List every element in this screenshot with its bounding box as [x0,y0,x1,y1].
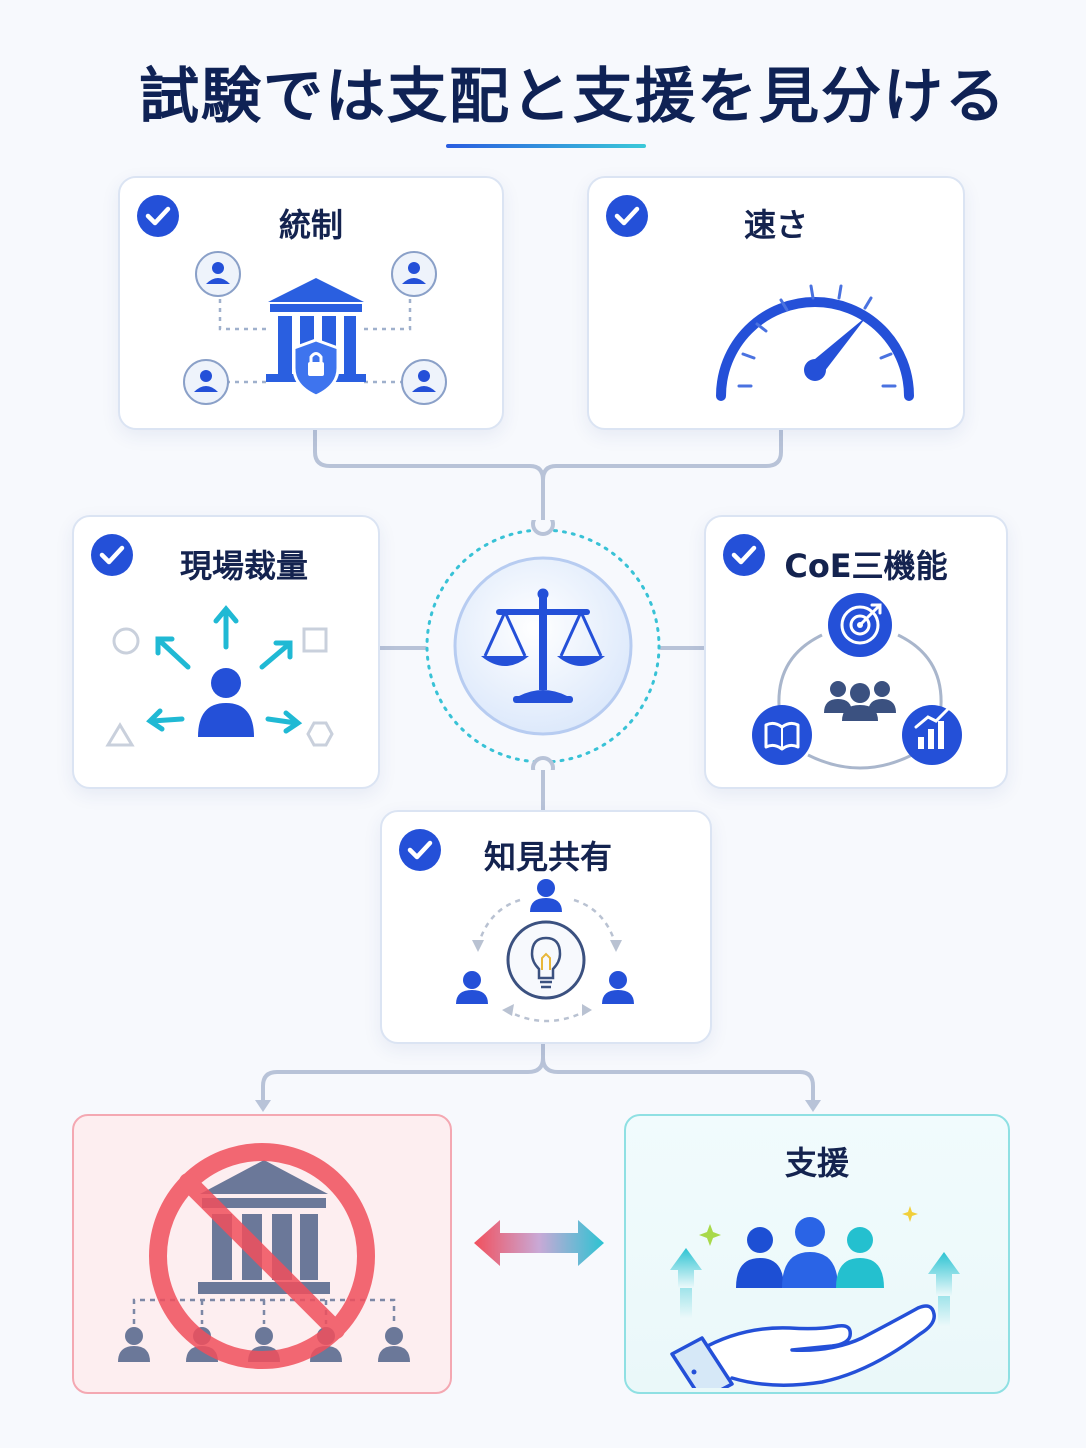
outcome-support: 支援 [624,1114,1010,1394]
card-discretion: 現場裁量 [72,515,380,789]
coe-cycle-icon [752,593,962,770]
card-knowledge: 知見共有 [380,810,712,1044]
card-control-label: 統制 [278,206,343,244]
outcome-domination [72,1114,452,1394]
bidirectional-arrow-icon [474,1220,604,1266]
outcome-support-label: 支援 [784,1144,849,1182]
page-title: 試験では支配と支援を見分ける [139,62,1007,132]
card-control: 統制 [118,176,504,430]
check-icon [606,195,648,237]
person-arrows-icon [105,605,334,747]
card-knowledge-label: 知見共有 [483,838,612,876]
check-icon [137,195,179,237]
prohibited-hierarchy-icon [118,1143,410,1369]
check-icon [91,534,133,576]
card-discretion-label: 現場裁量 [179,547,308,585]
balance-scale-icon [425,520,661,770]
speedometer-icon [628,284,914,401]
card-speed: 速さ [587,176,965,430]
card-speed-label: 速さ [743,206,808,244]
lightbulb-people-icon [456,879,634,1023]
card-coe-label: CoE三機能 [784,547,948,585]
title-underline [446,144,646,148]
card-coe: CoE三機能 [704,515,1008,789]
check-icon [723,534,765,576]
check-icon [399,829,441,871]
bank-shield-icon [183,251,447,405]
hand-people-icon [670,1206,960,1388]
